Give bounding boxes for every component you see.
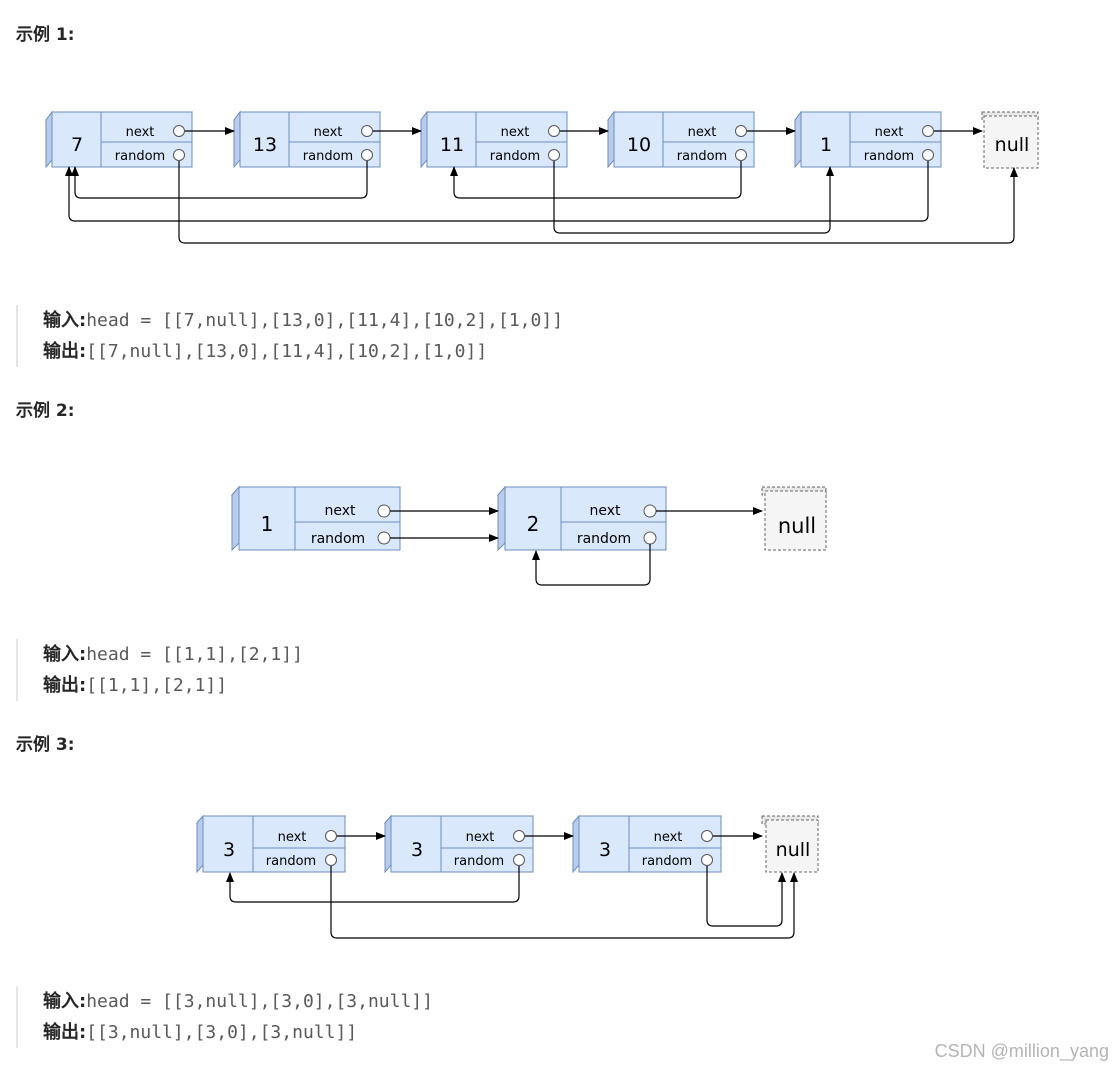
ex1-null-label: null bbox=[995, 134, 1030, 156]
ex2-next-label: next bbox=[589, 503, 621, 519]
ex1-null-box: null bbox=[981, 111, 1039, 169]
input-label: 输入: bbox=[43, 991, 87, 1012]
ex3-node-1: 3 next random bbox=[383, 814, 535, 874]
ex2-node-1: 2 next random bbox=[496, 485, 668, 552]
output-line: 输出:[[3,null],[3,0],[3,null]] bbox=[43, 1017, 743, 1048]
ex1-next-label: next bbox=[126, 125, 155, 140]
input-line: 输入:head = [[7,null],[13,0],[11,4],[10,2]… bbox=[43, 305, 743, 336]
ex1-node-value: 1 bbox=[820, 134, 832, 156]
ex1-random-arrows bbox=[65, 161, 1018, 244]
input-value: head = [[1,1],[2,1]] bbox=[86, 644, 303, 665]
input-line: 输入:head = [[3,null],[3,0],[3,null]] bbox=[43, 986, 743, 1017]
ex2-random-label: random bbox=[577, 531, 631, 547]
input-label: 输入: bbox=[43, 310, 87, 331]
ex3-next-label: next bbox=[654, 830, 683, 845]
example-2-title: 示例 2: bbox=[16, 401, 75, 421]
example-3-diagram: 3 next random 3 next random 3 next rando… bbox=[195, 814, 819, 939]
ex1-next-label: next bbox=[875, 125, 904, 140]
output-line: 输出:[[7,null],[13,0],[11,4],[10,2],[1,0]] bbox=[43, 336, 743, 367]
output-value: [[7,null],[13,0],[11,4],[10,2],[1,0]] bbox=[86, 341, 488, 362]
example-2-diagram: 1 next random 2 next random null bbox=[230, 485, 827, 586]
input-value: head = [[7,null],[13,0],[11,4],[10,2],[1… bbox=[86, 310, 564, 331]
ex3-null-box: null bbox=[761, 815, 819, 873]
ex1-next-label: next bbox=[688, 125, 717, 140]
watermark: CSDN @million_yang bbox=[934, 1041, 1109, 1061]
ex2-arrows bbox=[390, 507, 763, 586]
ex3-null-label: null bbox=[776, 839, 811, 861]
example-3-io: 输入:head = [[3,null],[3,0],[3,null]] 输出:[… bbox=[16, 986, 743, 1048]
ex3-random-label: random bbox=[454, 854, 504, 869]
ex2-null-label: null bbox=[778, 514, 816, 538]
ex3-node-value: 3 bbox=[411, 839, 423, 861]
ex3-node-value: 3 bbox=[223, 839, 235, 861]
ex1-node-2: 11 next random bbox=[420, 110, 568, 169]
ex1-node-value: 10 bbox=[627, 134, 651, 156]
output-line: 输出:[[1,1],[2,1]] bbox=[43, 670, 743, 701]
ex3-random-label: random bbox=[266, 854, 316, 869]
ex1-random-label: random bbox=[677, 149, 727, 164]
ex1-next-label: next bbox=[314, 125, 343, 140]
ex2-null-box: null bbox=[761, 486, 827, 551]
ex1-node-1: 13 next random bbox=[233, 110, 381, 169]
example-1-diagram: 7 next random 13 next random 11 next ran… bbox=[45, 110, 1039, 244]
ex3-next-label: next bbox=[278, 830, 307, 845]
ex1-node-3: 10 next random bbox=[607, 110, 755, 169]
ex3-next-label: next bbox=[466, 830, 495, 845]
output-value: [[3,null],[3,0],[3,null]] bbox=[86, 1022, 358, 1043]
ex1-random-label: random bbox=[303, 149, 353, 164]
input-label: 输入: bbox=[43, 644, 87, 665]
input-line: 输入:head = [[1,1],[2,1]] bbox=[43, 639, 743, 670]
output-label: 输出: bbox=[43, 1022, 87, 1043]
example-1-title: 示例 1: bbox=[16, 25, 75, 45]
ex1-node-value: 11 bbox=[440, 134, 464, 156]
ex3-node-2: 3 next random bbox=[571, 814, 723, 874]
ex3-arrows bbox=[226, 832, 798, 939]
ex1-next-label: next bbox=[501, 125, 530, 140]
ex3-node-value: 3 bbox=[599, 839, 611, 861]
ex2-random-label: random bbox=[311, 531, 365, 547]
ex2-node-value: 2 bbox=[527, 512, 540, 536]
example-3-title: 示例 3: bbox=[16, 735, 75, 755]
ex3-node-0: 3 next random bbox=[195, 814, 347, 874]
ex2-node-value: 1 bbox=[261, 512, 274, 536]
output-label: 输出: bbox=[43, 341, 87, 362]
ex1-node-0: 7 next random bbox=[45, 110, 193, 169]
output-value: [[1,1],[2,1]] bbox=[86, 675, 228, 696]
ex1-random-label: random bbox=[115, 149, 165, 164]
input-value: head = [[3,null],[3,0],[3,null]] bbox=[86, 991, 433, 1012]
ex1-node-value: 7 bbox=[71, 134, 83, 156]
ex1-random-label: random bbox=[490, 149, 540, 164]
ex2-node-0: 1 next random bbox=[230, 485, 402, 552]
ex1-random-label: random bbox=[864, 149, 914, 164]
ex3-random-label: random bbox=[642, 854, 692, 869]
ex1-node-4: 1 next random bbox=[794, 110, 942, 169]
example-1-io: 输入:head = [[7,null],[13,0],[11,4],[10,2]… bbox=[16, 305, 743, 367]
ex2-next-label: next bbox=[324, 503, 356, 519]
example-2-io: 输入:head = [[1,1],[2,1]] 输出:[[1,1],[2,1]] bbox=[16, 639, 743, 701]
output-label: 输出: bbox=[43, 675, 87, 696]
ex1-node-value: 13 bbox=[253, 134, 277, 156]
